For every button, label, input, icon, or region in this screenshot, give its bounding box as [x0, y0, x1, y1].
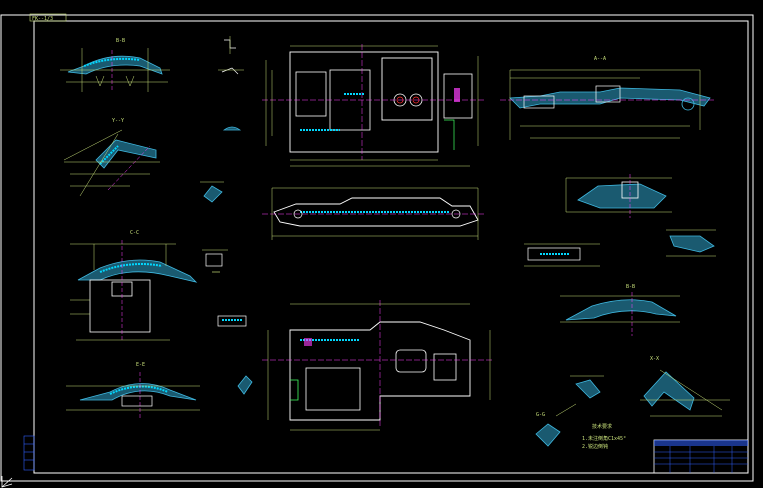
view-b-b-top: B-B: [60, 38, 170, 92]
view-y-y: Y--Y: [63, 118, 160, 197]
view-g-g: G-G: [535, 403, 577, 447]
detail-small-c-right: [202, 249, 228, 273]
view-label: Y--Y: [112, 118, 124, 124]
view-label: G-G: [536, 412, 545, 418]
detail-small-top: [218, 36, 244, 131]
notes-line-2: 2.锐边倒钝: [582, 443, 608, 450]
view-label: X-X: [650, 356, 659, 362]
main-view-top: [262, 44, 484, 167]
technical-notes: 技术要求 1.未注倒角C1x45° 2.锐边倒钝: [582, 423, 626, 450]
view-label: B-B: [116, 38, 125, 44]
notes-line-1: 1.未注倒角C1x45°: [582, 435, 626, 442]
revision-strip: [23, 435, 35, 471]
main-view-middle: [262, 187, 486, 240]
view-label: E-E: [136, 362, 145, 368]
view-label: C-C: [130, 230, 139, 236]
main-view-bottom: [262, 300, 494, 431]
detail-right-mid: [565, 174, 672, 218]
detail-small-left-low: [217, 315, 253, 395]
detail-small-left-mid: [200, 181, 224, 203]
notes-heading: 技术要求: [592, 423, 612, 430]
detail-right-low: [570, 375, 604, 399]
view-e-e: E-E: [66, 362, 200, 418]
detail-mid-right-small: [524, 243, 600, 267]
corner-tag: FK--1/3: [32, 16, 53, 22]
inner-frame: [33, 20, 749, 474]
title-block: [653, 439, 749, 474]
corner-tag-box: [29, 13, 67, 22]
view-label: B-B: [626, 284, 635, 290]
view-a-a: A--A: [500, 56, 716, 140]
view-label: A--A: [594, 56, 606, 62]
view-b-b-right: B-B: [560, 284, 680, 336]
detail-right-small: [666, 229, 716, 257]
view-x-x: X-X: [640, 356, 730, 417]
ucs-axis-icon: [1, 476, 13, 488]
outer-frame: [0, 14, 754, 482]
view-c-c: C-C: [70, 230, 198, 342]
